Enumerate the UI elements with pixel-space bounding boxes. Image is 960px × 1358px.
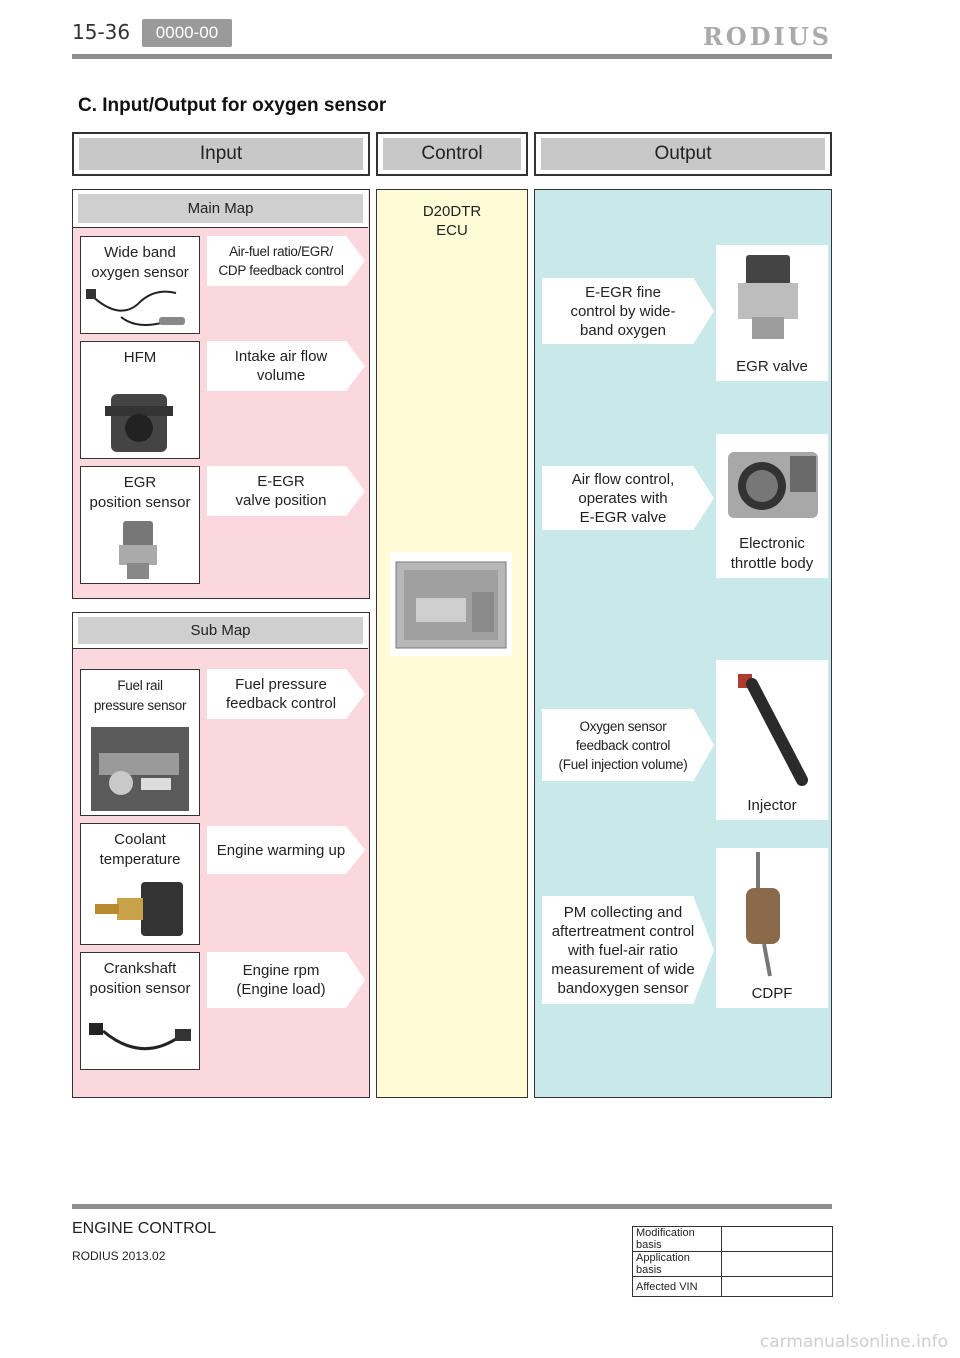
crankshaft-sensor-image bbox=[89, 1023, 191, 1051]
cdpf-image bbox=[746, 852, 780, 977]
sensor-coolant-temperature: Coolant temperature bbox=[80, 823, 200, 945]
column-header-output: Output bbox=[534, 132, 832, 176]
output-function-air-flow-control: Air flow control, operates with E-EGR va… bbox=[542, 466, 714, 530]
revision-label: Affected VIN bbox=[632, 1276, 722, 1297]
signal-intake-air-flow: Intake air flow volume bbox=[207, 341, 365, 391]
footer-rule bbox=[72, 1204, 832, 1209]
revision-value bbox=[721, 1276, 833, 1297]
brand-logo: RODIUS bbox=[702, 22, 832, 51]
header-rule bbox=[72, 54, 832, 59]
column-header-input: Input bbox=[72, 132, 370, 176]
output-electronic-throttle-body: Electronic throttle body bbox=[716, 434, 828, 578]
footer-title: ENGINE CONTROL bbox=[72, 1220, 217, 1237]
signal-engine-warming: Engine warming up bbox=[207, 826, 365, 874]
egr-sensor-image bbox=[119, 521, 157, 579]
sensor-label: Fuel rail pressure sensor bbox=[93, 678, 187, 713]
sub-map-title: Sub Map bbox=[78, 617, 363, 644]
sensor-label: EGR position sensor bbox=[89, 474, 191, 511]
signal-engine-rpm: Engine rpm (Engine load) bbox=[207, 952, 365, 1008]
throttle-body-image bbox=[728, 452, 818, 518]
output-function-egr-fine-control: E-EGR fine control by wide- band oxygen bbox=[542, 278, 714, 344]
revision-label: Application basis bbox=[632, 1251, 722, 1277]
table-row: Affected VIN bbox=[632, 1276, 833, 1297]
section-code-badge: 0000-00 bbox=[142, 19, 232, 47]
table-row: Application basis bbox=[632, 1251, 833, 1277]
sensor-crankshaft-position: Crankshaft position sensor bbox=[80, 952, 200, 1070]
sensor-label: Coolant temperature bbox=[99, 831, 181, 868]
main-map-title: Main Map bbox=[78, 194, 363, 223]
revision-value bbox=[721, 1251, 833, 1277]
watermark: carmanualsonline.info bbox=[759, 1332, 948, 1352]
sub-map-header: Sub Map bbox=[73, 613, 368, 649]
sensor-egr-position: EGR position sensor bbox=[80, 466, 200, 584]
signal-fuel-pressure: Fuel pressure feedback control bbox=[207, 669, 365, 719]
egr-valve-image bbox=[738, 255, 798, 339]
table-row: Modification basis bbox=[632, 1226, 833, 1252]
output-component-label: CDPF bbox=[751, 985, 793, 1002]
column-header-input-label: Input bbox=[79, 138, 363, 170]
column-header-output-label: Output bbox=[541, 138, 825, 170]
revision-value bbox=[721, 1226, 833, 1252]
injector-image bbox=[738, 674, 808, 786]
page-number: 15-36 bbox=[72, 20, 131, 44]
fuel-rail-sensor-image bbox=[91, 727, 189, 811]
output-component-label: Injector bbox=[747, 797, 797, 814]
coolant-sensor-image bbox=[95, 882, 183, 936]
ecu-image bbox=[390, 552, 512, 656]
sensor-label: Wide band oxygen sensor bbox=[91, 244, 189, 281]
oxygen-sensor-image bbox=[86, 289, 185, 326]
signal-air-fuel-ratio: Air-fuel ratio/EGR/ CDP feedback control bbox=[207, 236, 365, 286]
column-header-control-label: Control bbox=[383, 138, 521, 170]
revision-table: Modification basis Application basis Aff… bbox=[632, 1226, 833, 1297]
sensor-fuel-rail-pressure: Fuel rail pressure sensor bbox=[80, 669, 200, 816]
control-panel: D20DTR ECU bbox=[376, 189, 528, 1098]
main-map-header: Main Map bbox=[73, 190, 368, 228]
sensor-wide-band-oxygen: Wide band oxygen sensor bbox=[80, 236, 200, 334]
output-component-label: Electronic throttle body bbox=[730, 535, 814, 572]
output-cdpf: CDPF bbox=[716, 848, 828, 1008]
output-function-pm-collecting: PM collecting and aftertreatment control… bbox=[542, 896, 714, 1004]
ecu-label: D20DTR ECU bbox=[422, 203, 482, 239]
footer-subtitle: RODIUS 2013.02 bbox=[72, 1249, 166, 1263]
signal-egr-valve-position: E-EGR valve position bbox=[207, 466, 365, 516]
sensor-label: Crankshaft position sensor bbox=[89, 960, 191, 997]
revision-label: Modification basis bbox=[632, 1226, 722, 1252]
sensor-hfm: HFM bbox=[80, 341, 200, 459]
output-function-oxygen-feedback: Oxygen sensor feedback control (Fuel inj… bbox=[542, 709, 714, 781]
sensor-label: HFM bbox=[123, 349, 157, 366]
hfm-image bbox=[105, 394, 173, 452]
output-egr-valve: EGR valve bbox=[716, 245, 828, 381]
column-header-control: Control bbox=[376, 132, 528, 176]
output-injector: Injector bbox=[716, 660, 828, 820]
section-title: C. Input/Output for oxygen sensor bbox=[78, 95, 387, 116]
output-component-label: EGR valve bbox=[736, 358, 808, 375]
